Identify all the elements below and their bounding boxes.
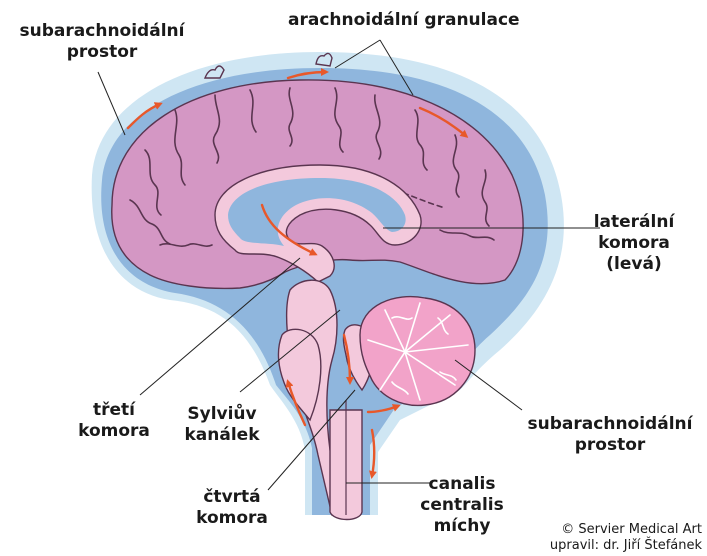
flow-arrow-brainstem-up <box>285 379 307 427</box>
flow-arrow-cortex-left <box>126 102 163 130</box>
flow-arrow-cortex-right <box>418 106 469 138</box>
flow-arrow-granulation <box>286 68 329 80</box>
leader-sylvian-aqueduct <box>239 309 341 393</box>
credit-text: © Servier Medical Art upravil: dr. Jiří … <box>549 522 702 553</box>
leader-granulation-2 <box>379 39 414 96</box>
leader-granulation-1 <box>334 39 381 69</box>
cortical-folds <box>129 87 495 247</box>
label-central-canal: canalis centralis míchy <box>420 474 504 536</box>
cerebellar-folia <box>367 302 469 401</box>
leader-third-ventricle <box>139 257 301 396</box>
lateral-ventricle-cavity <box>228 178 406 246</box>
csf-flow-arrows <box>126 68 469 479</box>
label-lateral-ventricle: laterální komora (levá) <box>593 212 675 274</box>
label-arachnoid-granulations: arachnoidální granulace <box>288 10 520 30</box>
label-subarachnoid-space-bottom: subarachnoidální prostor <box>527 414 693 455</box>
arachnoid-granulation-2 <box>315 52 333 67</box>
leader-fourth-ventricle <box>267 389 356 491</box>
label-third-ventricle: třetí komora <box>78 400 150 441</box>
arachnoid-granulation-1 <box>203 65 225 79</box>
flow-arrow-lateral-ventricle <box>260 203 318 256</box>
flow-arrow-fourth-ventricle <box>366 404 401 414</box>
label-fourth-ventricle: čtvrtá komora <box>196 487 268 528</box>
leader-subarachnoid-bottom <box>454 359 523 411</box>
label-sylvian-aqueduct: Sylviův kanálek <box>184 404 260 445</box>
label-subarachnoid-space-top: subarachnoidální prostor <box>19 21 185 62</box>
leader-subarachnoid-top <box>97 71 126 136</box>
leader-lines <box>97 39 600 491</box>
flow-arrow-spinal <box>368 428 377 479</box>
flow-arrow-aqueduct <box>342 333 354 385</box>
